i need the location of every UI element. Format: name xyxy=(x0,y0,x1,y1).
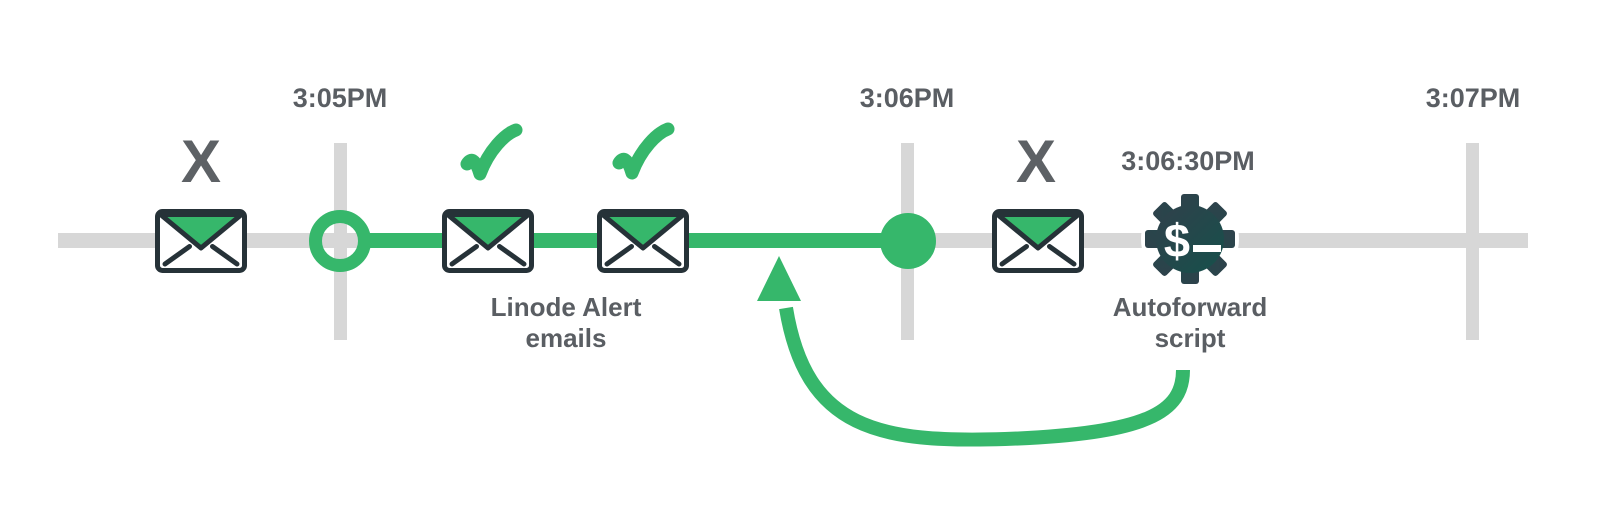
checkmark-icon xyxy=(612,122,675,180)
ring-marker xyxy=(309,210,371,272)
time-label-30630: 3:06:30PM xyxy=(1121,146,1255,176)
time-label-305: 3:05PM xyxy=(292,83,388,113)
autoforward-label: Autoforward script xyxy=(1113,292,1268,354)
tick-3-07pm xyxy=(1466,143,1479,340)
gear-dollar-icon: $ xyxy=(1141,190,1239,288)
envelope-icon xyxy=(155,209,247,273)
dot-marker xyxy=(880,213,936,269)
time-label-306: 3:06PM xyxy=(859,83,955,113)
underscore-glyph xyxy=(1193,245,1221,252)
x-mark: X xyxy=(1015,128,1057,195)
x-mark: X xyxy=(180,128,222,195)
checkmark-icon xyxy=(460,123,523,181)
alert-emails-label: Linode Alert emails xyxy=(491,292,642,354)
envelope-icon xyxy=(992,209,1084,273)
arrowhead xyxy=(757,256,801,301)
autoforward-label-line1: Autoforward xyxy=(1112,292,1268,322)
envelope-icon xyxy=(597,209,689,273)
alert-emails-label-line2: emails xyxy=(525,323,607,353)
alert-emails-label-line1: Linode Alert xyxy=(490,292,642,322)
time-label-307: 3:07PM xyxy=(1425,83,1521,113)
envelope-icon xyxy=(442,209,534,273)
autoforward-label-line2: script xyxy=(1154,323,1226,353)
dollar-glyph: $ xyxy=(1164,214,1190,267)
